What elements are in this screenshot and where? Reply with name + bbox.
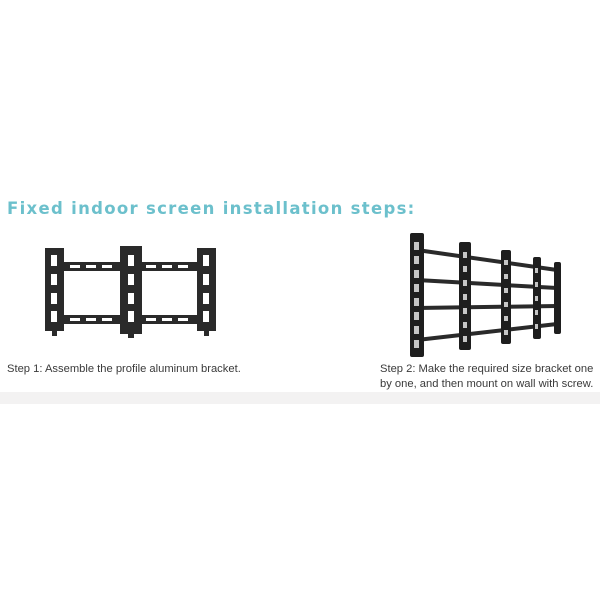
step-2-caption: Step 2: Make the required size bracket o… — [380, 363, 594, 390]
page-title: Fixed indoor screen installation steps: — [7, 199, 416, 218]
divider-band — [0, 392, 600, 404]
step-2-bracket-array-image — [410, 233, 561, 357]
step-1-caption: Step 1: Assemble the profile aluminum br… — [7, 363, 241, 375]
step-1-bracket-image — [45, 246, 216, 338]
